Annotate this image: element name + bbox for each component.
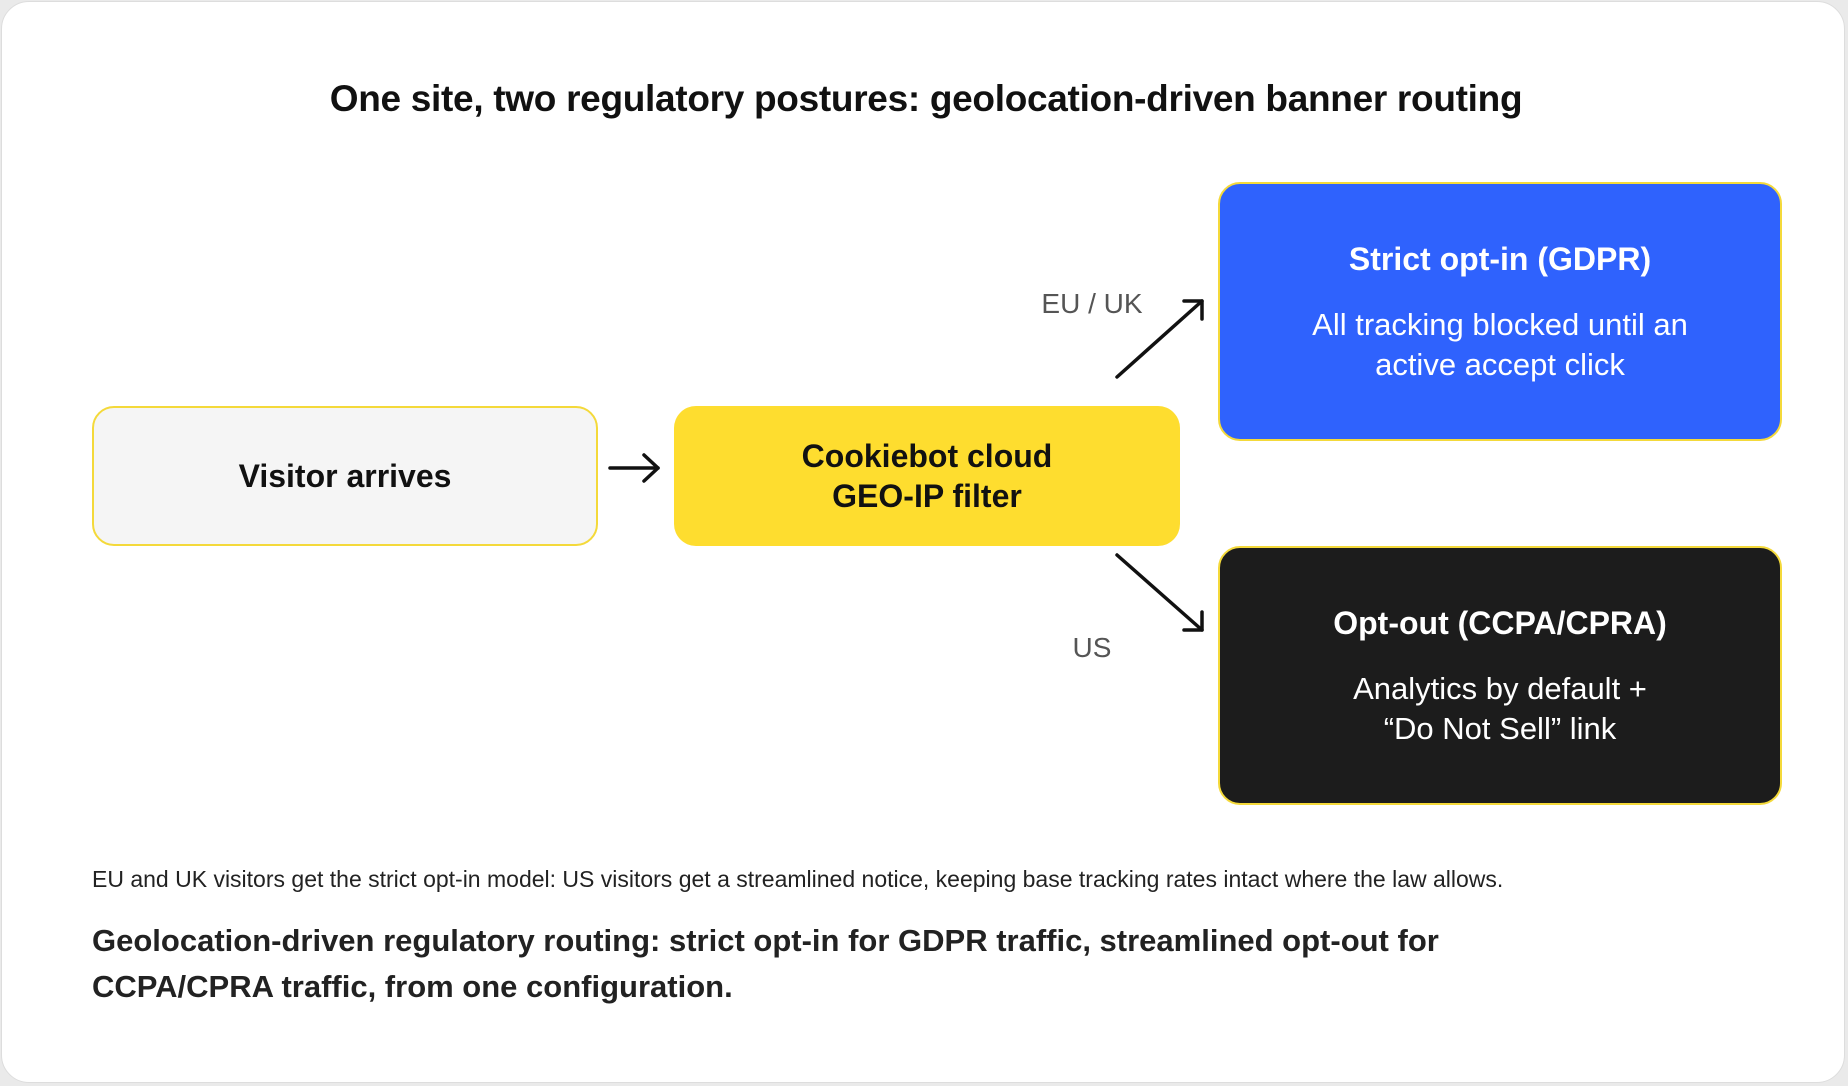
geo-ip-filter-label: Cookiebot cloud GEO-IP filter <box>801 438 1053 514</box>
gdpr-opt-in-description: All tracking blocked until an active acc… <box>1312 306 1688 382</box>
gdpr-opt-in-label: Strict opt-in (GDPR) <box>1348 240 1652 277</box>
route-label-us: US <box>1072 632 1112 663</box>
diagram-caption: Geolocation-driven regulatory routing: s… <box>92 923 1439 1004</box>
ccpa-opt-out-label: Opt-out (CCPA/CPRA) <box>1333 604 1667 641</box>
arrow-filter-to-ccpa <box>1115 553 1204 632</box>
arrow-filter-to-gdpr <box>1115 299 1204 379</box>
geo-ip-filter-node: Cookiebot cloud GEO-IP filter <box>674 406 1180 546</box>
explanation-note: EU and UK visitors get the strict opt-in… <box>92 866 1504 892</box>
gdpr-opt-in-node: Strict opt-in (GDPR) All tracking blocke… <box>1218 182 1782 441</box>
visitor-arrives-label: Visitor arrives <box>238 458 452 494</box>
ccpa-opt-out-description: Analytics by default + “Do Not Sell” lin… <box>1353 670 1647 746</box>
ccpa-opt-out-node: Opt-out (CCPA/CPRA) Analytics by default… <box>1218 546 1782 805</box>
visitor-arrives-node: Visitor arrives <box>92 406 598 546</box>
arrow-visitor-to-filter <box>608 453 660 483</box>
diagram-title: One site, two regulatory postures: geolo… <box>329 78 1523 119</box>
route-label-eu-uk: EU / UK <box>1041 288 1143 319</box>
